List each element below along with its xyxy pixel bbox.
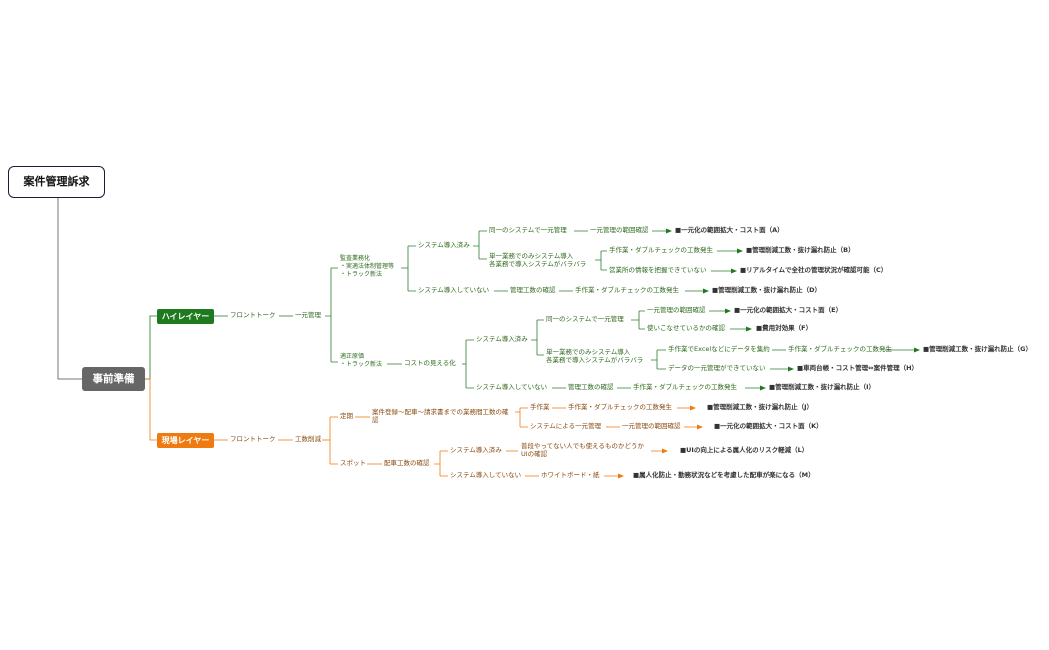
high-b1-not-installed[interactable]: システム導入していない xyxy=(418,286,490,294)
field-spot-whiteboard[interactable]: ホワイトボード・紙 xyxy=(541,471,600,479)
field-front-talk[interactable]: フロントトーク xyxy=(230,435,276,443)
field-spot-installed[interactable]: システム導入済み xyxy=(450,446,502,454)
result-i: ■管理削減工数・抜け漏れ防止（I） xyxy=(769,383,876,391)
root-node[interactable]: 事前準備 xyxy=(82,367,145,391)
high-front-talk[interactable]: フロントトーク xyxy=(230,311,276,319)
result-j: ■管理削減工数・抜け漏れ防止（J） xyxy=(707,403,814,411)
result-l: ■UIの向上による属人化のリスク軽減（L） xyxy=(680,446,809,454)
high-b1-dept-manual[interactable]: 手作業・ダブルチェックの工数発生 xyxy=(609,246,713,254)
high-b2-effort-check[interactable]: 管理工数の確認 xyxy=(568,383,614,391)
high-b2-none-manual[interactable]: 手作業・ダブルチェックの工数発生 xyxy=(633,383,737,391)
high-b1-dept[interactable]: 単一業務でのみシステム導入 各業務で導入システムがバラバラ xyxy=(489,252,587,269)
high-b2-dept[interactable]: 単一業務でのみシステム導入 各業務で導入システムがバラバラ xyxy=(546,348,644,365)
high-b2-same-system[interactable]: 同一のシステムで一元管理 xyxy=(546,315,624,323)
high-b2-same-range[interactable]: 一元管理の範囲確認 xyxy=(647,306,706,314)
field-regular-manual-effort[interactable]: 手作業・ダブルチェックの工数発生 xyxy=(568,403,672,411)
result-f: ■費用対効果（F） xyxy=(756,324,813,332)
field-regular-system[interactable]: システムによる一元管理 xyxy=(530,422,602,430)
high-b1-same-check[interactable]: 一元管理の範囲確認 xyxy=(590,226,649,234)
field-effort-reduction[interactable]: 工数削減 xyxy=(295,435,321,443)
high-b1-installed[interactable]: システム導入済み xyxy=(418,241,470,249)
high-b1-effort-check[interactable]: 管理工数の確認 xyxy=(510,286,556,294)
field-regular-manual[interactable]: 手作業 xyxy=(530,403,550,411)
field-regular[interactable]: 定期 xyxy=(340,412,353,420)
field-spot[interactable]: スポット xyxy=(340,459,366,467)
result-a: ■一元化の範囲拡大・コスト面（A） xyxy=(675,226,784,234)
high-b1-same-system[interactable]: 同一のシステムで一元管理 xyxy=(489,226,567,234)
high-b2-dept-data[interactable]: データの一元管理ができていない xyxy=(668,364,766,372)
result-k: ■一元化の範囲拡大・コスト面（K） xyxy=(714,422,823,430)
field-spot-not-installed[interactable]: システム導入していない xyxy=(450,471,522,479)
high-b2-dept-excel[interactable]: 手作業でExcelなどにデータを集約 xyxy=(668,345,770,353)
result-g: ■管理削減工数・抜け漏れ防止（G） xyxy=(923,345,1032,353)
field-spot-check[interactable]: 配車工数の確認 xyxy=(384,459,430,467)
high-b2-same-usage[interactable]: 使いこなせているかの確認 xyxy=(647,324,725,332)
category-field-layer[interactable]: 現場レイヤー xyxy=(157,433,214,448)
result-d: ■管理削減工数・抜け漏れ防止（D） xyxy=(712,286,822,294)
high-b2-installed[interactable]: システム導入済み xyxy=(476,335,528,343)
result-b: ■管理削減工数・抜け漏れ防止（B） xyxy=(746,246,855,254)
result-h: ■車両台帳・コスト管理⇔案件管理（H） xyxy=(797,364,919,372)
high-b2-dept-manual[interactable]: 手作業・ダブルチェックの工数発生 xyxy=(788,345,892,353)
high-branch-cost[interactable]: 適正原価 ・トラック新法 xyxy=(340,353,383,368)
high-branch-audit[interactable]: 監査業務化 ・実適法体制管理等 ・トラック新法 xyxy=(340,255,395,278)
category-high-layer[interactable]: ハイレイヤー xyxy=(157,309,214,324)
field-spot-ui[interactable]: 普段やってない人でも使えるものかどうか UIの確認 xyxy=(521,442,644,459)
result-c: ■リアルタイムで全社の管理状況が確認可能（C） xyxy=(740,266,888,274)
high-unified[interactable]: 一元管理 xyxy=(295,311,321,319)
top-node[interactable]: 案件管理訴求 xyxy=(8,166,105,198)
field-regular-range[interactable]: 一元管理の範囲確認 xyxy=(622,422,681,430)
result-e: ■一元化の範囲拡大・コスト面（E） xyxy=(734,306,843,314)
high-b1-none-manual[interactable]: 手作業・ダブルチェックの工数発生 xyxy=(575,286,679,294)
high-b2-visibility[interactable]: コストの見える化 xyxy=(404,359,456,367)
result-m: ■属人化防止・勤務状況などを考慮した配車が楽になる（M） xyxy=(633,471,815,479)
high-b1-dept-office[interactable]: 営業所の情報を把握できていない xyxy=(609,266,707,274)
field-regular-desc[interactable]: 案件登録～配車～請求書までの業務間工数の確 認 xyxy=(372,408,509,425)
high-b2-not-installed[interactable]: システム導入していない xyxy=(476,383,548,391)
